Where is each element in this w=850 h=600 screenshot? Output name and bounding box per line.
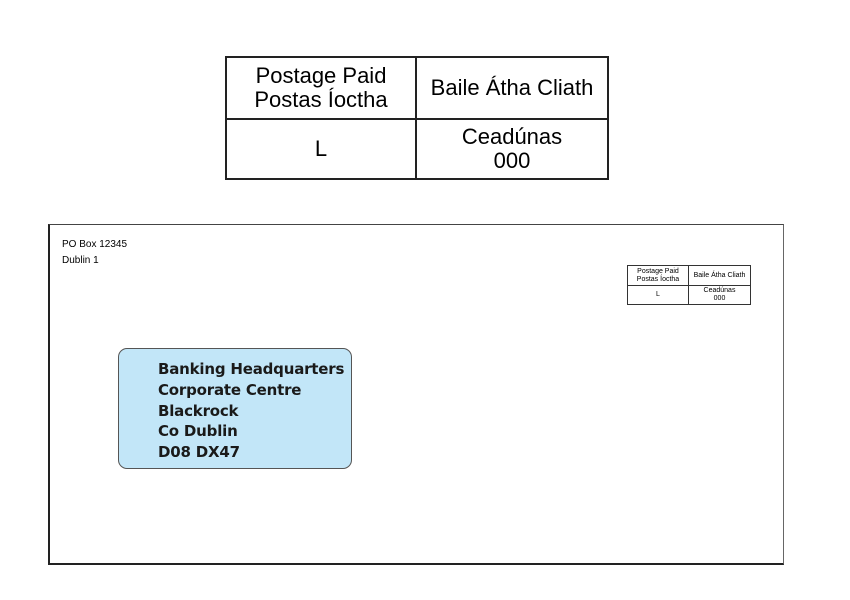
postage-licence-cell: Ceadúnas 000 <box>415 118 609 180</box>
return-address-line: Dublin 1 <box>62 255 99 266</box>
recipient-line: Blackrock <box>158 401 239 420</box>
recipient-line: Co Dublin <box>158 422 238 441</box>
recipient-line: Corporate Centre <box>158 380 302 399</box>
return-address-line: PO Box 12345 <box>62 239 128 250</box>
return-address: PO Box 12345 Dublin 1 <box>62 237 127 269</box>
postage-class-cell: L <box>225 118 417 180</box>
postage-licence-cell: Ceadúnas 000 <box>688 285 751 305</box>
recipient-line: Banking Headquarters <box>158 360 345 378</box>
postage-class-cell: L <box>627 285 689 305</box>
postage-paid-irish: Postas Íoctha <box>636 275 680 283</box>
postage-licence-label: Ceadúnas <box>703 287 736 294</box>
recipient-line: D08 DX47 <box>158 443 240 462</box>
envelope: PO Box 12345 Dublin 1 Postage Paid Posta… <box>48 224 784 565</box>
envelope-postage-indicia: Postage Paid Postas Íoctha Baile Átha Cl… <box>627 265 751 305</box>
address-window: Banking Headquarters Corporate Centre Bl… <box>118 348 352 469</box>
postage-city-cell: Baile Átha Cliath <box>688 265 751 286</box>
postage-paid-indicia: Postage Paid Postas Íoctha Baile Átha Cl… <box>225 56 609 180</box>
postage-class: L <box>656 291 660 298</box>
postage-licence-number: 000 <box>713 295 726 302</box>
postage-paid-irish: Postas Íoctha <box>254 87 388 112</box>
postage-licence-label: Ceadúnas <box>461 124 563 149</box>
postage-paid-cell: Postage Paid Postas Íoctha <box>225 56 417 120</box>
postage-paid-english: Postage Paid <box>637 267 679 275</box>
postage-city: Baile Átha Cliath <box>430 75 594 100</box>
postage-licence-number: 000 <box>493 148 531 173</box>
recipient-address: Banking Headquarters Corporate Centre Bl… <box>158 359 344 463</box>
postage-paid-cell: Postage Paid Postas Íoctha <box>627 265 689 286</box>
postage-paid-english: Postage Paid <box>255 63 387 88</box>
postage-class: L <box>314 136 328 161</box>
postage-city-cell: Baile Átha Cliath <box>415 56 609 120</box>
postage-city: Baile Átha Cliath <box>693 271 746 279</box>
